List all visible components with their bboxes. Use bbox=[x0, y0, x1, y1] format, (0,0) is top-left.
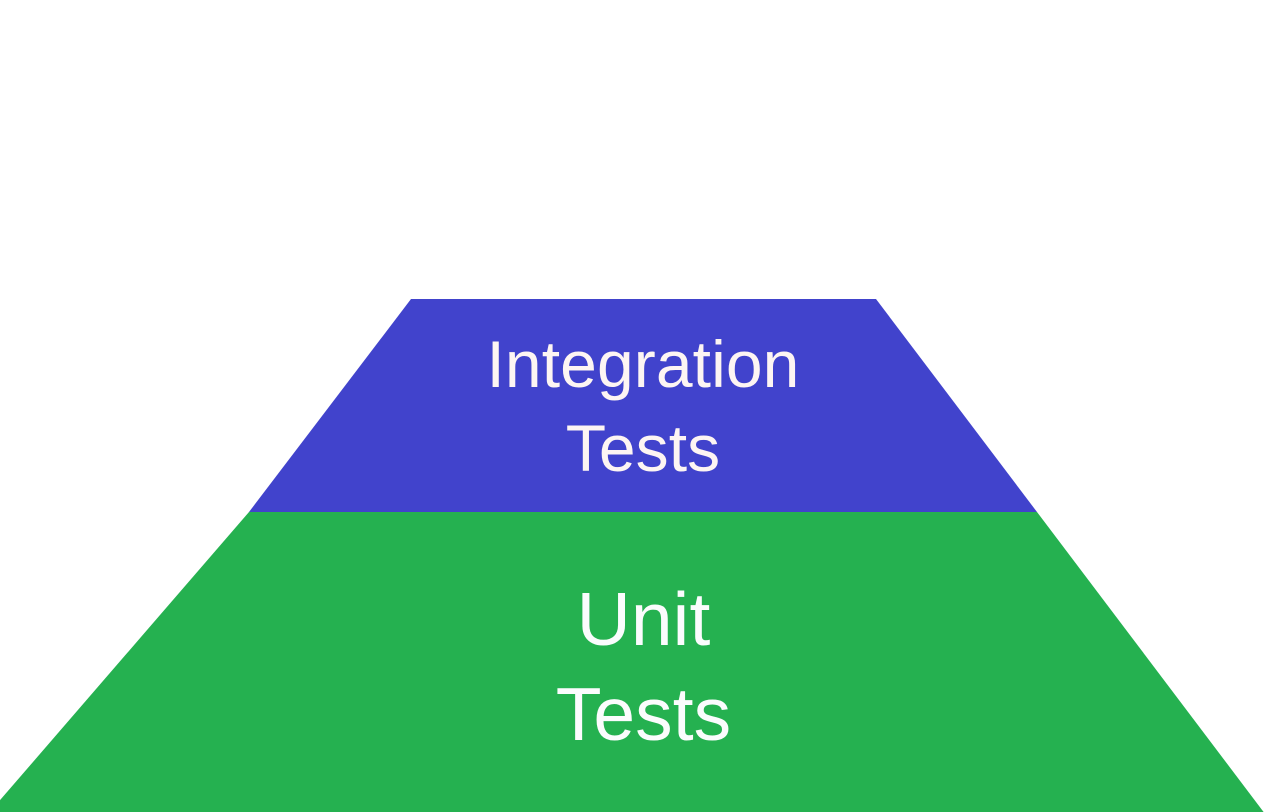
unit-tests-layer-shape[interactable] bbox=[0, 512, 1287, 812]
integration-tests-layer-shape[interactable] bbox=[249, 299, 1037, 512]
